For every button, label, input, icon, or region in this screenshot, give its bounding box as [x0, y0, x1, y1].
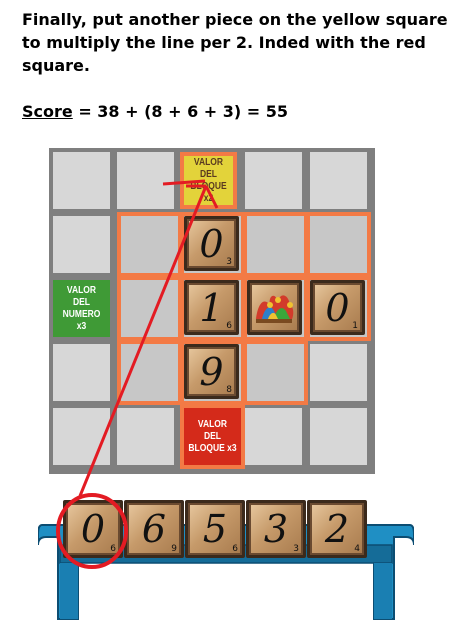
board-cell[interactable]: [53, 408, 110, 465]
board-cell[interactable]: [117, 152, 174, 209]
tile-points: 6: [226, 321, 232, 331]
joker-tile[interactable]: [247, 280, 302, 335]
board-tile[interactable]: 9 8: [184, 344, 239, 399]
instruction-line-3: square.: [22, 56, 90, 75]
board-cell-highlighted[interactable]: [243, 340, 308, 405]
rack-tile[interactable]: 2 4: [307, 500, 367, 558]
tile-number: 5: [202, 507, 228, 551]
instruction-line-1: Finally, put another piece on the yellow…: [22, 10, 448, 29]
instruction-line-2: to multiply the line per 2. Inded with t…: [22, 33, 426, 52]
score-label: Score: [22, 102, 73, 121]
board-cell-highlighted[interactable]: [117, 212, 182, 277]
tile-points: 3: [226, 257, 232, 267]
tile-points: 3: [293, 544, 299, 554]
board-cell-highlighted[interactable]: [117, 276, 182, 341]
bonus-yellow-line2: BLOQUE x2: [190, 180, 227, 204]
rack-tile[interactable]: 0 6: [63, 500, 123, 558]
board-cell[interactable]: [53, 344, 110, 401]
board-tile[interactable]: 1 6: [184, 280, 239, 335]
tile-points: 6: [232, 544, 238, 554]
instruction-text: Finally, put another piece on the yellow…: [22, 8, 462, 77]
bonus-yellow-line1: VALOR DEL: [193, 156, 224, 180]
tile-points: 1: [352, 321, 358, 331]
bonus-red-line2: BLOQUE x3: [188, 442, 237, 454]
bonus-red-line1: VALOR DEL: [197, 418, 228, 442]
tile-points: 9: [171, 544, 177, 554]
tile-points: 8: [226, 385, 232, 395]
bonus-green-line2: NUMERO x3: [62, 308, 101, 332]
board-cell-highlighted[interactable]: [306, 212, 371, 277]
board-tile[interactable]: 0 1: [310, 280, 365, 335]
tile-number: 0: [325, 285, 350, 330]
score-equation: = 38 + (8 + 6 + 3) = 55: [72, 102, 289, 121]
tile-points: 6: [110, 544, 116, 554]
tile-number: 2: [324, 507, 350, 551]
board-cell[interactable]: [245, 152, 302, 209]
jester-hat-icon: [256, 295, 294, 323]
rack-tile[interactable]: 3 3: [246, 500, 306, 558]
tile-number: 6: [141, 507, 167, 551]
board-cell[interactable]: [53, 152, 110, 209]
rack-tile[interactable]: 5 6: [185, 500, 245, 558]
board-cell[interactable]: [53, 216, 110, 273]
board-cell-highlighted[interactable]: [243, 212, 308, 277]
bonus-green-line1: VALOR DEL: [66, 284, 97, 308]
tile-points: 4: [354, 544, 360, 554]
board-cell[interactable]: [310, 152, 367, 209]
board-tile[interactable]: 0 3: [184, 216, 239, 271]
tile-number: 3: [263, 507, 289, 551]
score-line: Score = 38 + (8 + 6 + 3) = 55: [22, 102, 288, 121]
board-cell-highlighted[interactable]: [117, 340, 182, 405]
board-cell[interactable]: [310, 344, 367, 401]
board-cell[interactable]: [245, 408, 302, 465]
board-cell[interactable]: [117, 408, 174, 465]
board-cell[interactable]: [310, 408, 367, 465]
rack-tile[interactable]: 6 9: [124, 500, 184, 558]
